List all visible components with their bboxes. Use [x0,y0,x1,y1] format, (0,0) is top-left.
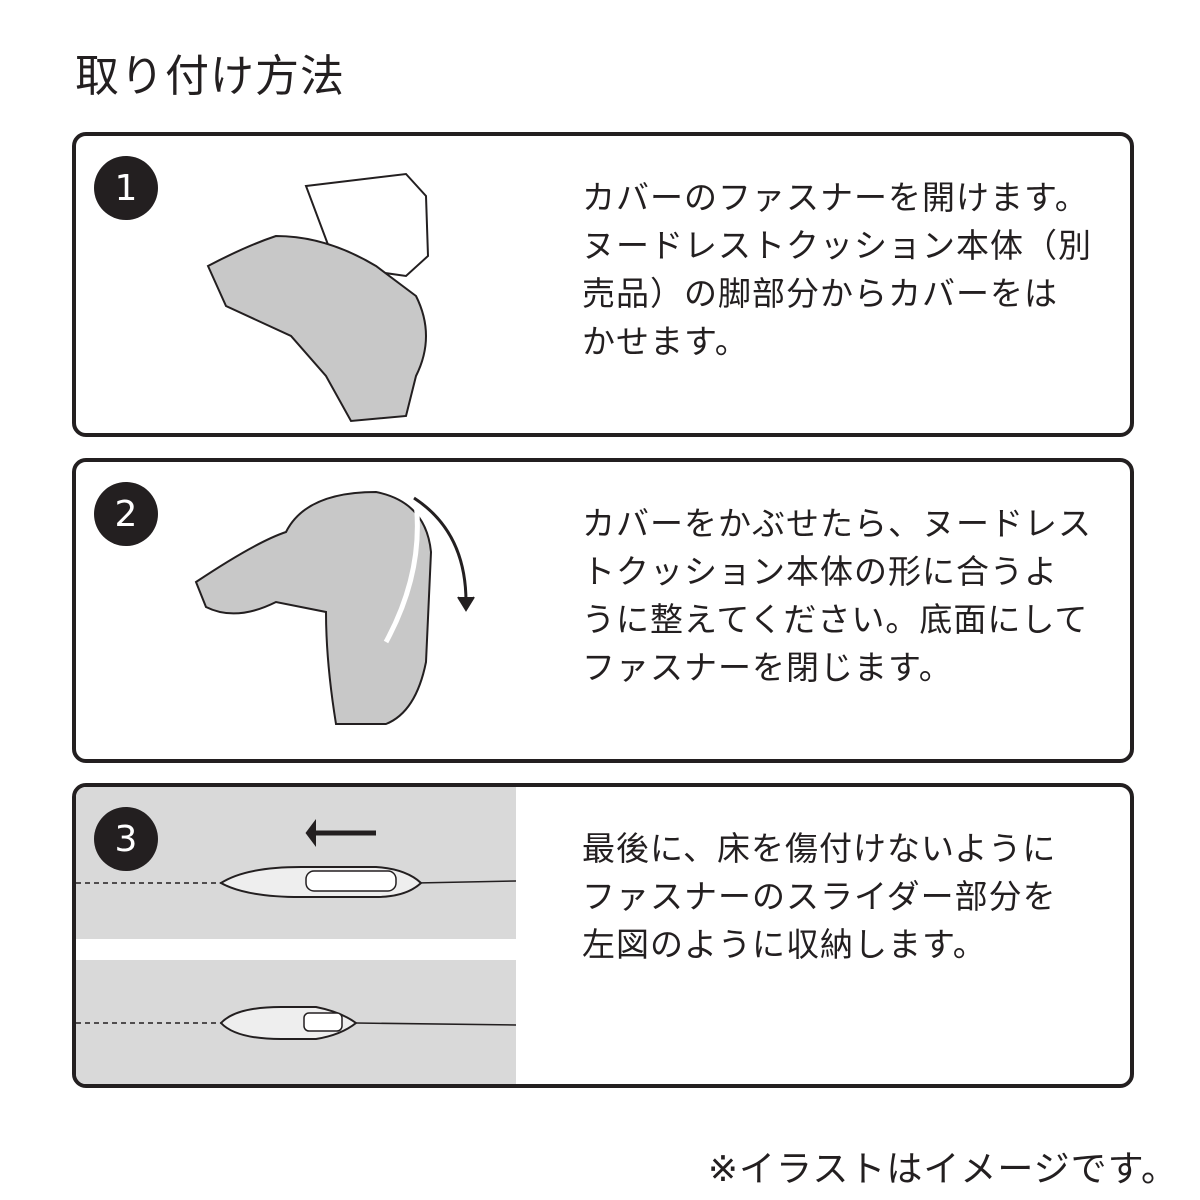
text-line: カバーのファスナーを開けます。 [582,178,1089,217]
text-line: ファスナーのスライダー部分を [582,877,1057,916]
step-number-3: 3 [94,807,158,871]
page-title: 取り付け方法 [75,51,345,102]
text-line: 売品）の脚部分からカバーをは [582,274,1058,313]
text-line: トクッション本体の形に合うよ [582,552,1058,591]
step-number-1: 1 [94,156,158,220]
cover-illustration-1 [206,172,430,423]
text-line: 最後に、床を傷付けないように [582,829,1057,868]
footnote: ※イラストはイメージです。 [707,1149,1178,1190]
step-1-text: カバーのファスナーを開けます。 ヌードレストクッション本体（別 売品）の脚部分か… [582,174,1122,366]
step-3-panel: 3 最後に、床を傷付けないように ファスナーのスライダー部分を 左図のように収納… [72,783,1134,1088]
step-1-panel: 1 カバーのファスナーを開けます。 ヌードレストクッション本体（別 売品）の脚部… [72,132,1134,437]
text-line: かせます。 [582,322,749,361]
text-line: ファスナーを閉じます。 [582,648,953,687]
text-line: 左図のように収納します。 [582,925,987,964]
text-line: カバーをかぶせたら、ヌードレス [582,504,1092,543]
text-line: ヌードレストクッション本体（別 [582,226,1092,265]
step-number-2: 2 [94,482,158,546]
step-2-text: カバーをかぶせたら、ヌードレス トクッション本体の形に合うよ うに整えてください… [582,500,1122,692]
step-3-text: 最後に、床を傷付けないように ファスナーのスライダー部分を 左図のように収納しま… [582,825,1122,969]
text-line: うに整えてください。底面にして [582,600,1089,639]
cover-illustration-2 [194,490,475,725]
step-2-panel: 2 カバーをかぶせたら、ヌードレス トクッション本体の形に合うよ うに整えてくだ… [72,458,1134,763]
zipper-illustration [76,787,517,1084]
